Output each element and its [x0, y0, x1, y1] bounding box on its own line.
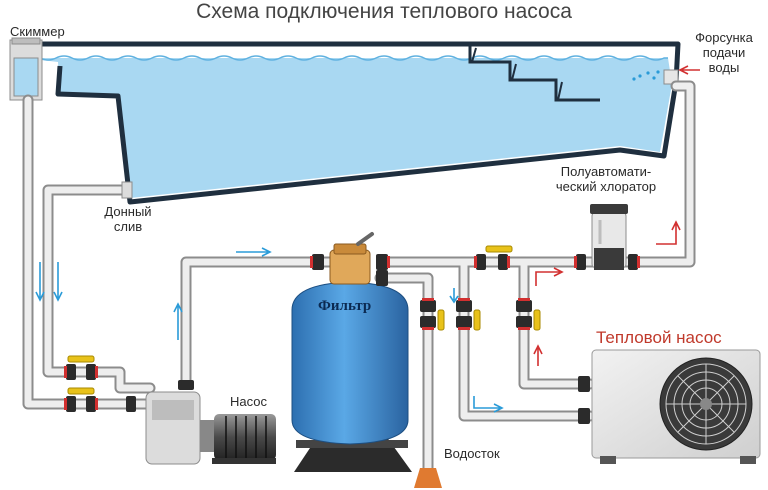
label-chlorinator: Полуавтомати- ческий хлоратор [540, 164, 672, 194]
label-heat-pump: Тепловой насос [596, 328, 722, 347]
drain-outlet-icon [414, 468, 442, 488]
label-skimmer: Скиммер [10, 24, 65, 39]
pool-step-inner [471, 47, 563, 101]
label-bottom-drain: Донный слив [96, 204, 160, 234]
pump-icon [145, 391, 276, 465]
fittings [64, 254, 640, 424]
chlorinator-icon [590, 204, 628, 270]
diagram-title: Схема подключения теплового насоса [196, 0, 572, 23]
flow-arrow-icon [35, 65, 700, 413]
pool-wall [26, 41, 681, 205]
heat-pump-icon [591, 349, 761, 464]
label-chlorinator-line-1: Полуавтомати- [560, 164, 652, 179]
nozzle-icon [632, 69, 679, 85]
label-nozzle-line-2: подачи [702, 45, 746, 60]
label-nozzle-line-1: Форсунка [695, 30, 753, 45]
pipes [22, 80, 696, 474]
label-pump: Насос [230, 394, 267, 409]
label-filter: Фильтр [318, 298, 372, 314]
filter-tank-icon [291, 232, 412, 472]
label-bottom-drain-line-1: Донный [104, 204, 152, 219]
label-nozzle-line-3: воды [708, 60, 740, 75]
bottom-drain-icon [121, 181, 133, 199]
pool-steps [468, 46, 600, 102]
valve-icon [67, 245, 541, 395]
skimmer-icon [9, 37, 43, 101]
pool-water [24, 58, 672, 198]
pool-wave [23, 55, 668, 61]
label-nozzle: Форсунка подачи воды [688, 30, 760, 75]
label-chlorinator-line-2: ческий хлоратор [555, 179, 657, 194]
label-drain: Водосток [444, 446, 500, 461]
pool [23, 41, 681, 205]
label-bottom-drain-line-2: слив [113, 219, 143, 234]
